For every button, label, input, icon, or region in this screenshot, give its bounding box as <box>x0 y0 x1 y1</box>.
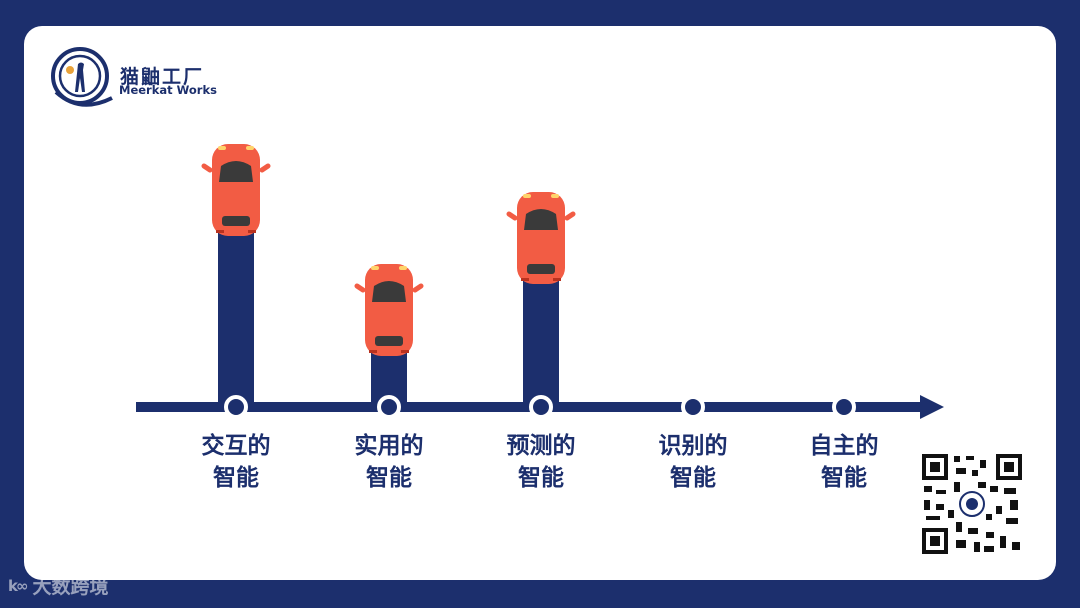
watermark-text: 大数跨境 <box>32 572 108 599</box>
car-icon-stage-3 <box>509 192 573 284</box>
node-stage-2 <box>379 397 399 417</box>
stage-label-3: 预测的 智能 <box>481 430 601 494</box>
car-icon-stage-2 <box>357 264 421 356</box>
node-stage-5 <box>834 397 854 417</box>
mark-icon: k∞ <box>8 577 26 595</box>
node-stage-1 <box>226 397 246 417</box>
arrow-head-icon <box>920 395 944 419</box>
car-icon-stage-1 <box>204 144 268 236</box>
stage-label-4: 识别的 智能 <box>633 430 753 494</box>
stage-label-1: 交互的 智能 <box>176 430 296 494</box>
watermark: k∞ 大数跨境 <box>8 572 109 599</box>
stage-label-5: 自主的 智能 <box>784 430 904 494</box>
bar-stage-3 <box>523 275 559 408</box>
node-stage-4 <box>683 397 703 417</box>
qr-code-icon[interactable] <box>920 452 1024 556</box>
node-stage-3 <box>531 397 551 417</box>
stage-label-2: 实用的 智能 <box>329 430 449 494</box>
bar-stage-1 <box>218 225 254 408</box>
